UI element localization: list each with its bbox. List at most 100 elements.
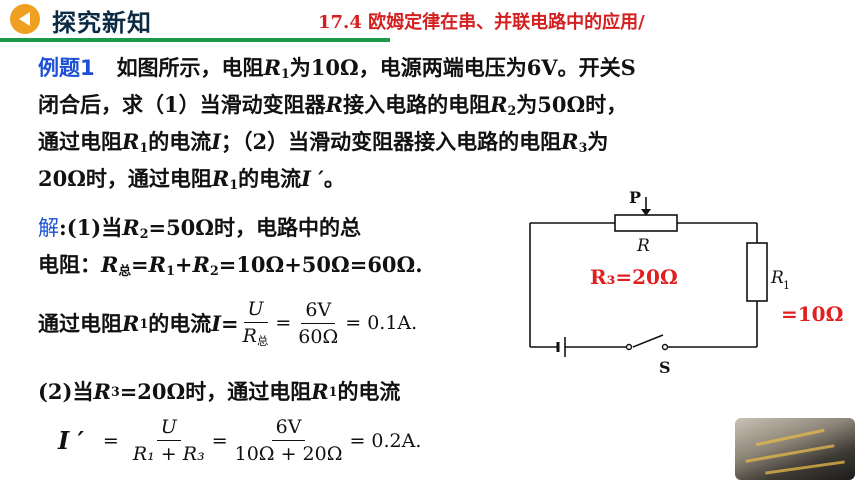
lesson-title: 17.4 欧姆定律在串、并联电路中的应用/ — [318, 12, 645, 33]
var-r1: R — [122, 129, 140, 155]
sub: 2 — [139, 226, 149, 242]
solution-line-1: 解:(1)当R2=50Ω时，电路中的总 — [38, 212, 498, 249]
var-r: R — [242, 325, 257, 347]
equals: = — [221, 310, 239, 336]
switch-label: S — [659, 358, 671, 377]
numerator: 6V — [271, 416, 306, 441]
problem-statement: 例题1 如图所示，电阻R1为10Ω，电源两端电压为6V。开关S 闭合后，求（1）… — [38, 52, 828, 201]
text: 如图所示，电阻 — [116, 55, 264, 80]
back-arrow-icon[interactable] — [10, 4, 40, 34]
text: =10Ω+50Ω=60Ω. — [218, 252, 423, 278]
problem-line-1: 例题1 如图所示，电阻R1为10Ω，电源两端电压为6V。开关S — [38, 52, 828, 89]
solution-part-1: 解:(1)当R2=50Ω时，电路中的总 电阻：R总=R1+R2=10Ω+50Ω=… — [38, 212, 498, 286]
text: + — [174, 252, 193, 278]
sub: 总 — [256, 333, 269, 348]
switch-lever[interactable] — [632, 334, 664, 348]
header-bar: 探究新知 17.4 欧姆定律在串、并联电路中的应用/ — [0, 0, 860, 42]
sub: 1 — [328, 383, 338, 399]
switch-contact — [661, 343, 669, 351]
sub: 3 — [578, 140, 588, 156]
var-r-total: R — [101, 252, 119, 278]
section-title: 探究新知 — [52, 9, 152, 37]
var-r2: R — [122, 215, 140, 240]
numerator: 6V — [301, 299, 336, 324]
var-r1: R — [122, 310, 140, 336]
text: (2)当 — [38, 379, 94, 404]
slider-label: P — [629, 188, 641, 207]
decorative-circuit-photo — [735, 418, 855, 480]
switch-pivot — [625, 343, 633, 351]
denominator: 10Ω + 20Ω — [234, 443, 343, 465]
text: 的电流 — [148, 129, 212, 155]
sub: 总 — [118, 263, 132, 279]
fraction-u-over-rtotal: U R总 — [243, 298, 269, 349]
text: 电阻： — [38, 252, 101, 278]
circuit-diagram: P R R 1 S — [529, 188, 790, 377]
equals: = — [275, 312, 292, 335]
resistor-r1-sub: 1 — [783, 279, 790, 292]
var-i-prime: I ′ — [58, 426, 84, 455]
text: 为10Ω，电源两端电压为6V。开关S — [289, 55, 636, 80]
fraction-6v-over-sum: 6V 10Ω + 20Ω — [235, 416, 343, 465]
resistor-r1-label: R — [770, 268, 784, 288]
sub: 3 — [110, 383, 120, 399]
solution-label: 解 — [38, 216, 59, 240]
problem-line-4: 20Ω时，通过电阻R1的电流I ′。 — [38, 163, 828, 200]
var-i: I — [211, 129, 222, 155]
var-r1: R — [311, 378, 329, 404]
var-r3: R — [561, 129, 579, 155]
equals: = — [102, 429, 119, 452]
example-label: 例题1 — [38, 56, 95, 80]
sub: 2 — [507, 103, 517, 119]
numerator: U — [156, 416, 181, 441]
header-divider — [0, 38, 390, 42]
denominator: 60Ω — [298, 325, 339, 348]
sub: 1 — [281, 66, 290, 82]
text: 闭合后，求（1）当滑动变阻器 — [38, 92, 326, 118]
sub: 1 — [139, 140, 149, 156]
fraction-6v-over-60: 6V 60Ω — [298, 299, 338, 348]
problem-line-3: 通过电阻R1的电流I；（2）当滑动变阻器接入电路的电阻R3为 — [38, 126, 828, 163]
solution-line-2: 电阻：R总=R1+R2=10Ω+50Ω=60Ω. — [38, 249, 498, 286]
resistor-r1-box — [746, 242, 768, 302]
var-i-prime: I ′ — [301, 166, 324, 192]
r3-annotation: R₃=20Ω — [590, 265, 678, 289]
var-r2: R — [490, 92, 508, 118]
sub: 2 — [209, 263, 219, 279]
var-r: R — [325, 92, 344, 118]
numerator: U — [243, 298, 268, 323]
var-i: I — [211, 310, 222, 336]
result: = 0.2A. — [349, 429, 422, 452]
text: 20Ω时，通过电阻 — [38, 166, 212, 192]
text: 通过电阻 — [38, 311, 122, 337]
text: :(1)当 — [59, 215, 123, 240]
var-r1: R — [148, 252, 167, 278]
current-equation-2: I ′ = U R₁ + R₃ = 6V 10Ω + 20Ω = 0.2A. — [58, 416, 424, 465]
text: 的电流 — [148, 311, 212, 337]
slider-arrow-icon[interactable] — [641, 209, 651, 216]
text: 接入电路的电阻 — [343, 92, 491, 118]
denominator: R₁ + R₃ — [132, 443, 205, 465]
text: =50Ω时，电路中的总 — [148, 215, 361, 240]
sub: 1 — [166, 263, 175, 279]
text: 为 — [587, 129, 609, 155]
equals: = — [211, 429, 228, 452]
text: = — [131, 252, 149, 278]
rheostat-label: R — [636, 236, 650, 256]
text: 为50Ω时， — [516, 92, 628, 118]
denominator: R总 — [243, 323, 269, 349]
var-r1: R — [211, 166, 230, 192]
r1-annotation: =10Ω — [781, 302, 844, 326]
sub: 1 — [139, 315, 149, 331]
sub: 1 — [229, 177, 239, 193]
text: 。 — [323, 166, 345, 192]
var-r3: R — [93, 378, 111, 404]
fraction-u-over-r1-r3: U R₁ + R₃ — [133, 416, 205, 465]
text: 的电流 — [238, 166, 302, 192]
problem-line-2: 闭合后，求（1）当滑动变阻器R接入电路的电阻R2为50Ω时， — [38, 89, 828, 126]
text: ；（2）当滑动变阻器接入电路的电阻 — [221, 129, 562, 155]
var-r1: R — [263, 55, 282, 80]
text: =20Ω时，通过电阻 — [119, 379, 312, 404]
